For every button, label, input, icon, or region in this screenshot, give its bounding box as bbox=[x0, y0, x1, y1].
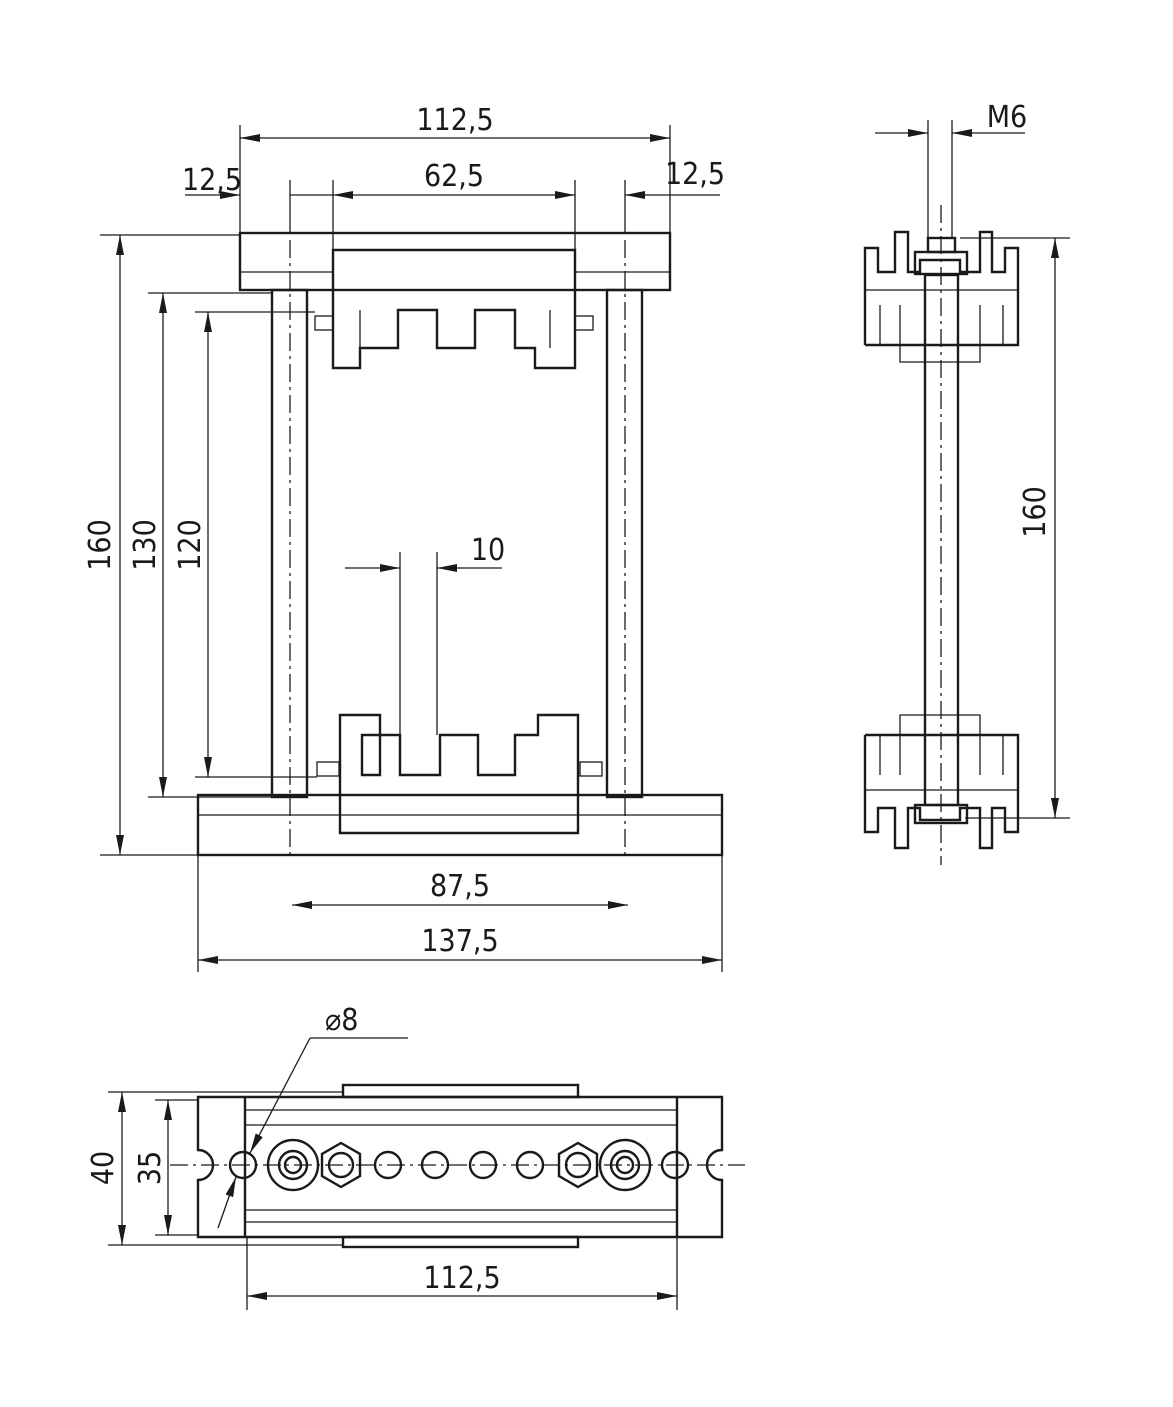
dim-inner-width: 35 bbox=[133, 1151, 168, 1185]
dim-post-spacing: 87,5 bbox=[430, 869, 490, 904]
dim-overall-height: 160 bbox=[83, 519, 118, 571]
side-dimensions: M6 160 bbox=[875, 100, 1070, 819]
dim-bracket-width: 62,5 bbox=[424, 159, 484, 194]
dim-tooth-width: 10 bbox=[471, 533, 505, 568]
dim-hole-diameter: ⌀8 bbox=[325, 1003, 358, 1038]
front-view bbox=[196, 231, 724, 860]
dim-side-height: 160 bbox=[1018, 486, 1053, 538]
dim-outer-width: 40 bbox=[86, 1151, 121, 1185]
dim-inner-height: 120 bbox=[173, 519, 208, 571]
side-view bbox=[863, 205, 1020, 865]
dim-overall-width: 112,5 bbox=[416, 103, 493, 138]
front-dimensions: 112,5 12,5 62,5 12,5 160 130 120 10 87,5… bbox=[83, 103, 725, 972]
dim-left-offset: 12,5 bbox=[182, 163, 242, 198]
bottom-view bbox=[108, 1083, 745, 1249]
dim-bottom-length: 112,5 bbox=[423, 1261, 500, 1296]
dim-thread: M6 bbox=[987, 100, 1027, 135]
dim-rail-length: 137,5 bbox=[421, 924, 498, 959]
bottom-dimensions: 40 35 ⌀8 112,5 bbox=[86, 1003, 678, 1310]
dim-post-height: 130 bbox=[128, 519, 163, 571]
dim-right-offset: 12,5 bbox=[665, 157, 725, 192]
